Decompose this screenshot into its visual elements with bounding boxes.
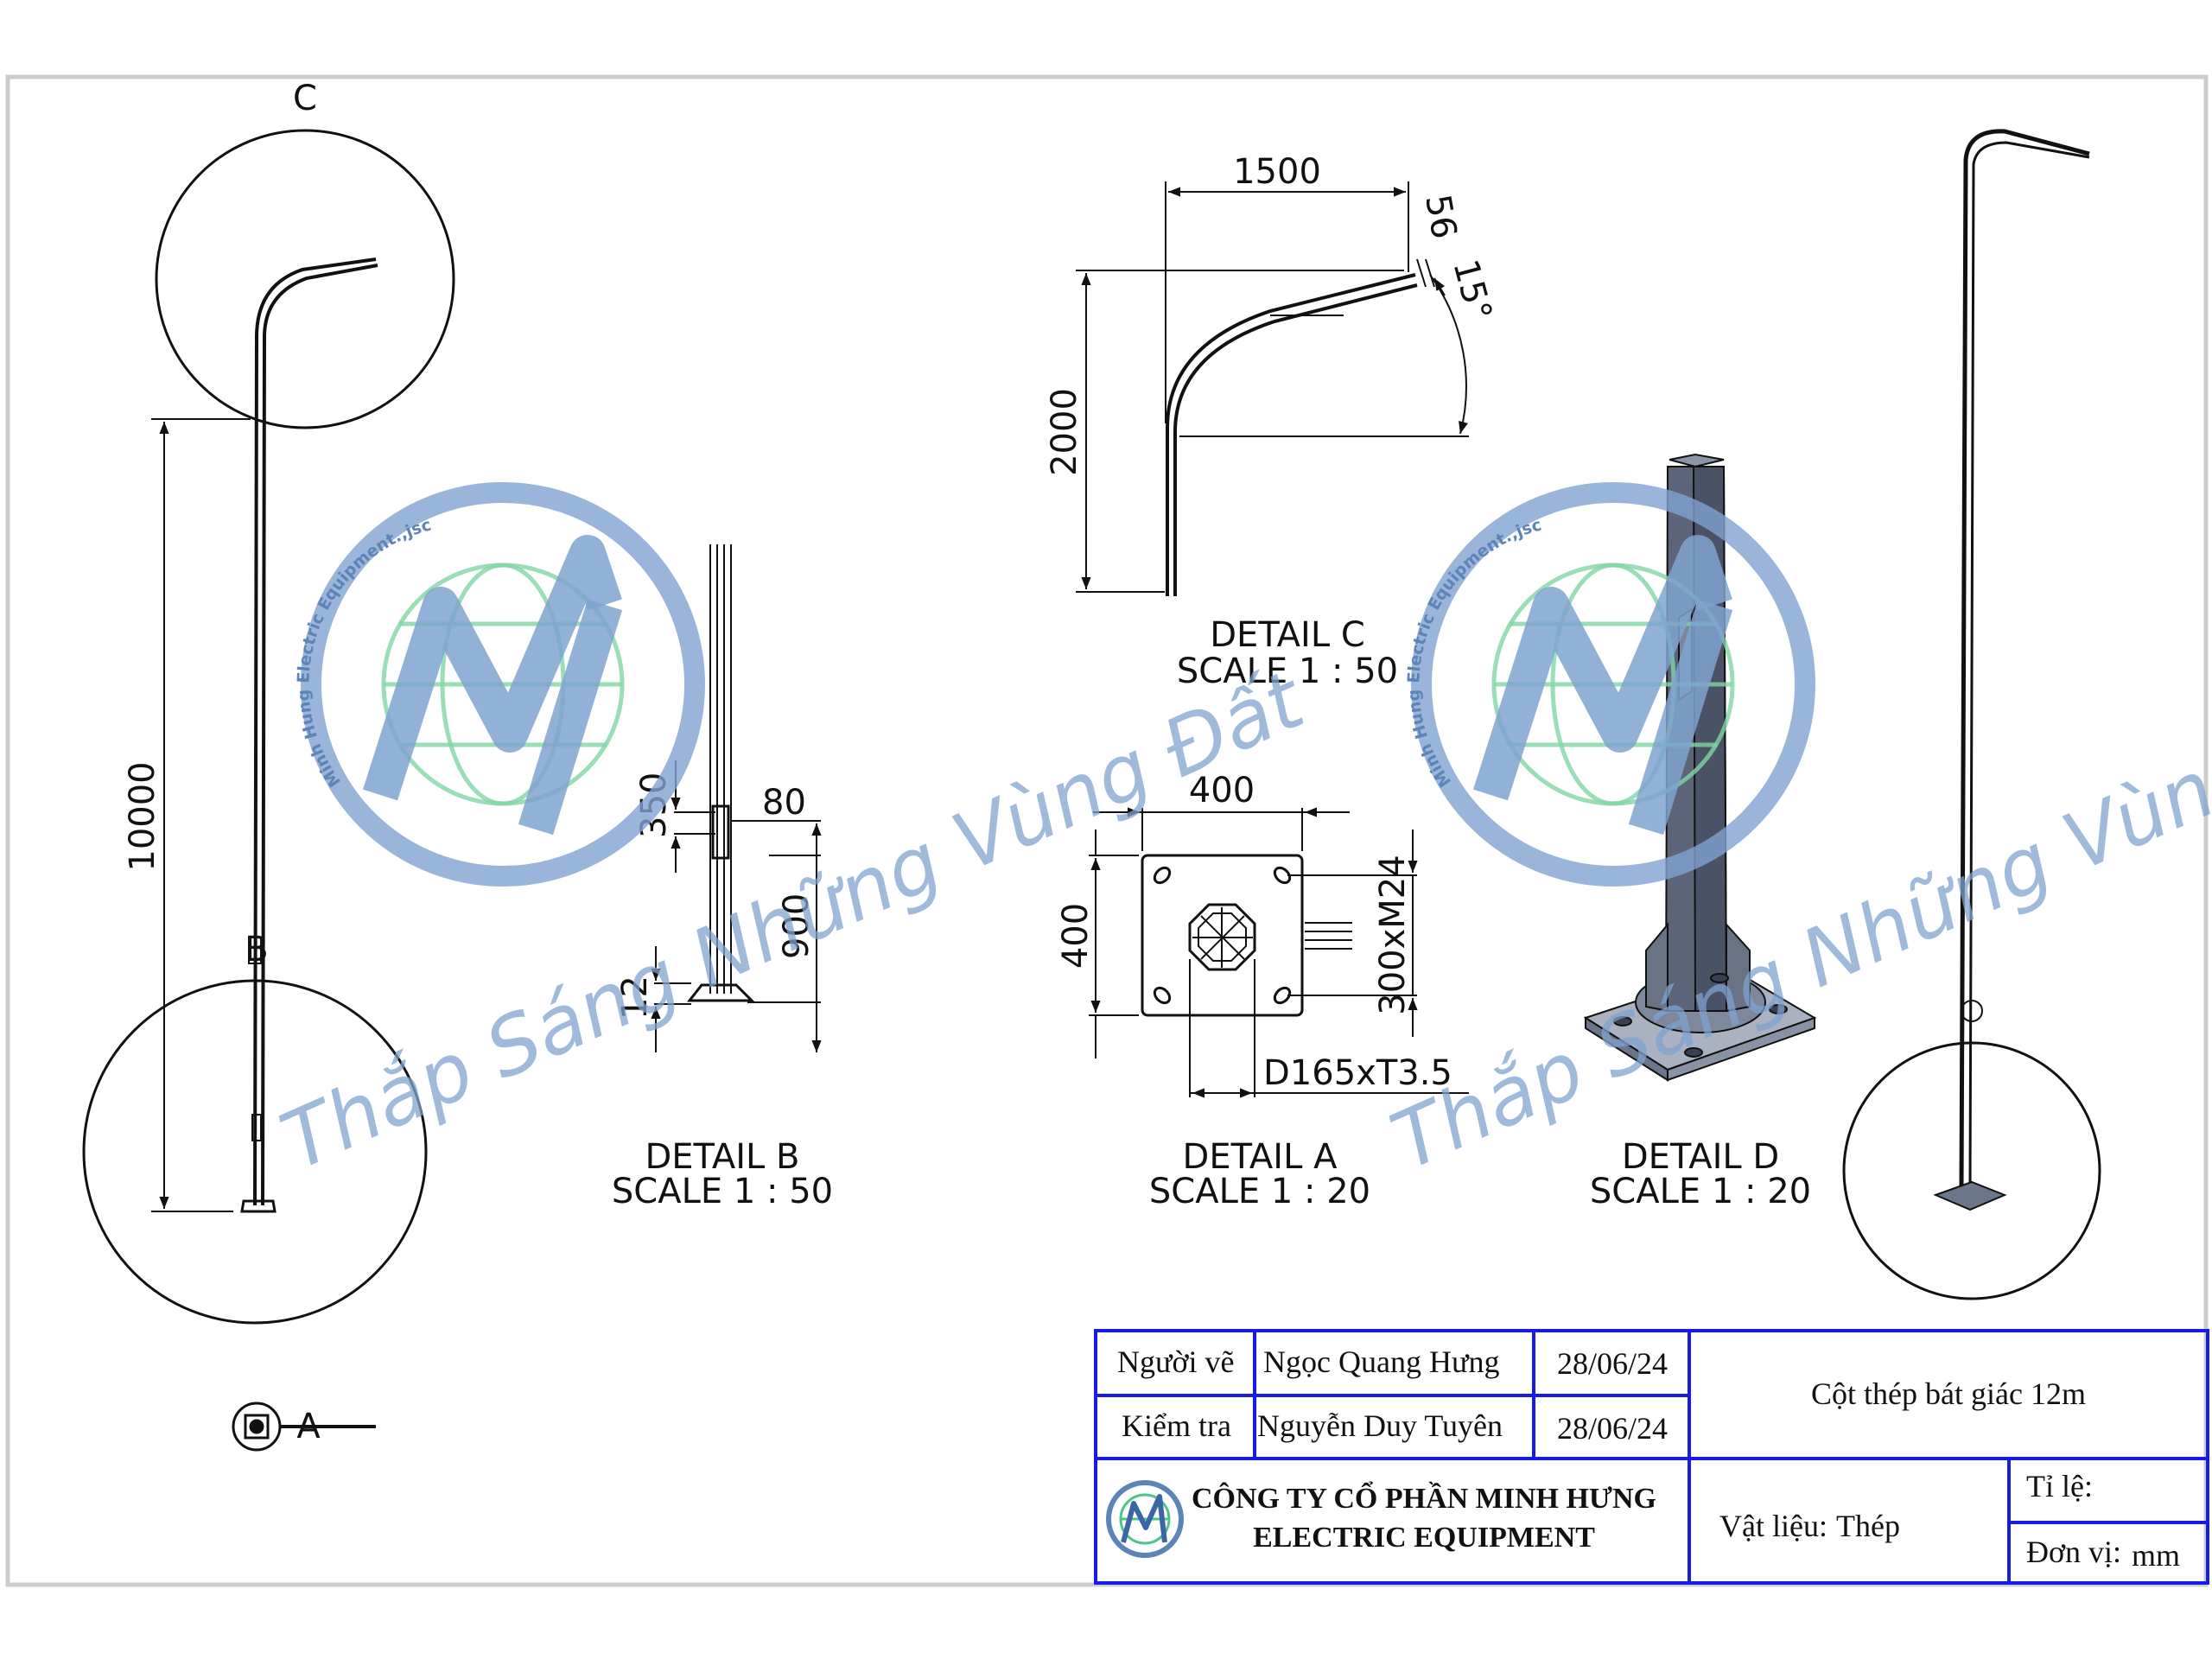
watermark-logo-right: Minh Hung Electric Equipment.,jsc	[1404, 482, 1815, 887]
detail-c-callout-circle	[155, 129, 455, 429]
dim-base-thickness: 12	[615, 976, 655, 1020]
detail-d-title: DETAIL D	[1622, 1137, 1779, 1177]
detail-d-scale: SCALE 1 : 20	[1590, 1172, 1811, 1211]
checked-date: 28/06/24	[1557, 1411, 1668, 1446]
dim-door-height: 900	[777, 893, 817, 959]
dim-arm-tip: 56	[1417, 192, 1464, 242]
company-name-line1: CÔNG TY CỔ PHẦN MINH HƯNG	[1192, 1481, 1656, 1515]
material-label: Vật liệu:	[1719, 1509, 1827, 1543]
detail-c-view	[1076, 181, 1469, 596]
dim-door-width: 80	[762, 783, 806, 823]
dim-arm-reach: 1500	[1233, 152, 1321, 192]
dim-plate-width: 400	[1189, 771, 1255, 810]
detail-b-scale: SCALE 1 : 50	[612, 1172, 833, 1211]
detail-d-callout-circle	[1842, 1041, 2101, 1300]
watermark-slogan-left: Thắp Sáng Những Vùng Đất	[268, 653, 1318, 1189]
drawn-by-name: Ngọc Quang Hưng	[1263, 1344, 1499, 1379]
dim-arm-rise: 2000	[1045, 388, 1084, 476]
dim-bolt: 300xM24	[1373, 855, 1413, 1014]
callout-label-a: A	[296, 1407, 321, 1446]
material-value: Thép	[1836, 1509, 1900, 1543]
watermark-logo-left: Minh Hung Electric Equipment.,jsc	[294, 482, 705, 887]
dim-tube: D165xT3.5	[1263, 1053, 1452, 1093]
unit-value: mm	[2132, 1538, 2180, 1573]
scale-label: Tỉ lệ:	[2026, 1469, 2093, 1503]
dim-height: 10000	[123, 761, 162, 871]
detail-a-scale: SCALE 1 : 20	[1149, 1172, 1370, 1211]
right-pole-view	[1842, 129, 2101, 1300]
detail-c-scale: SCALE 1 : 50	[1177, 652, 1398, 691]
dim-plate-height: 400	[1056, 903, 1096, 969]
dim-arm-angle: 15°	[1445, 256, 1499, 325]
unit-label: Đơn vị:	[2026, 1535, 2121, 1569]
callout-label-c: C	[293, 79, 317, 118]
detail-a-view	[1089, 807, 1469, 1098]
product-name: Cột thép bát giác 12m	[1811, 1376, 2086, 1411]
main-pole-view	[82, 129, 455, 1452]
detail-a-title: DETAIL A	[1183, 1137, 1338, 1177]
checked-by-label: Kiểm tra	[1122, 1408, 1231, 1443]
checked-by-name: Nguyễn Duy Tuyên	[1257, 1408, 1503, 1443]
company-logo-icon	[1106, 1480, 1184, 1558]
title-block	[1094, 1329, 2209, 1585]
drawn-by-label: Người vẽ	[1117, 1344, 1235, 1379]
company-name-line2: ELECTRIC EQUIPMENT	[1253, 1522, 1595, 1554]
callout-label-b: B	[245, 930, 268, 969]
detail-b-view	[651, 544, 822, 1052]
detail-b-title: DETAIL B	[645, 1137, 799, 1177]
drawn-date: 28/06/24	[1557, 1346, 1668, 1381]
detail-c-title: DETAIL C	[1210, 615, 1365, 655]
